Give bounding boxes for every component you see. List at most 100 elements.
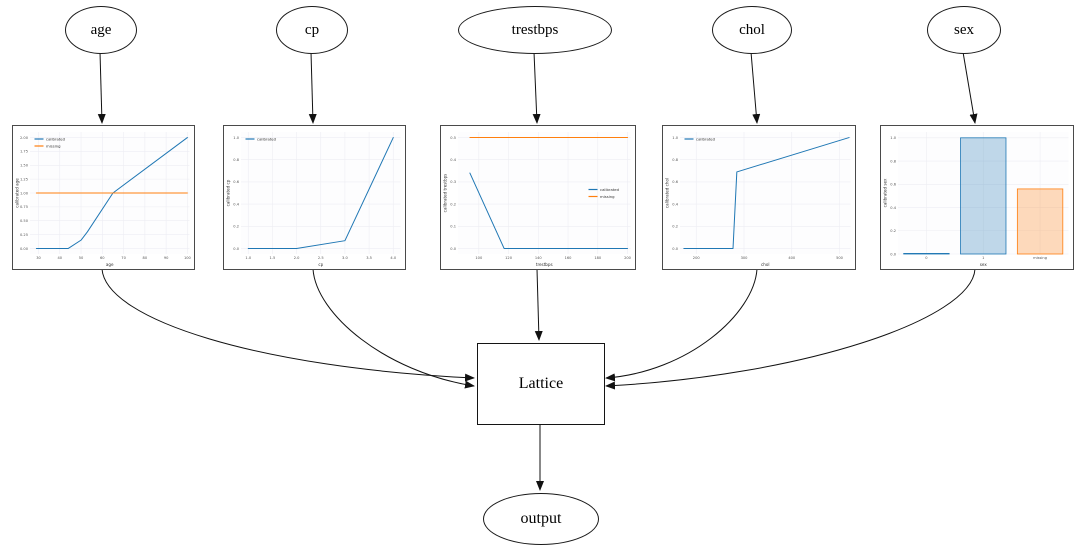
edge-cp-calibrator-to-lattice xyxy=(312,268,475,389)
x-axis-label: trestbps xyxy=(536,262,553,267)
bar-missing xyxy=(1016,188,1064,255)
svg-text:3.5: 3.5 xyxy=(366,256,372,260)
svg-text:1.5: 1.5 xyxy=(270,256,276,260)
series-lines xyxy=(247,137,394,249)
svg-text:0.6: 0.6 xyxy=(672,180,678,184)
svg-text:160: 160 xyxy=(565,256,573,260)
svg-text:calibrated: calibrated xyxy=(257,136,277,141)
edge-cp-to-calibrator xyxy=(308,51,317,124)
svg-text:0.8: 0.8 xyxy=(890,159,896,163)
svg-text:calibrated: calibrated xyxy=(696,136,716,141)
svg-text:3.0: 3.0 xyxy=(342,256,348,260)
svg-text:0.2: 0.2 xyxy=(890,229,896,233)
bar-0 xyxy=(903,253,950,255)
series-lines xyxy=(35,137,188,249)
series-calibrated xyxy=(683,137,850,249)
svg-text:1.50: 1.50 xyxy=(20,164,29,168)
svg-text:0.1: 0.1 xyxy=(450,225,456,229)
svg-text:200: 200 xyxy=(624,256,632,260)
svg-text:0.8: 0.8 xyxy=(233,158,239,162)
series-calibrated xyxy=(247,137,394,249)
input-node-chol-label: chol xyxy=(739,21,765,38)
y-axis-label: calibrated sex xyxy=(883,178,888,207)
svg-text:1.00: 1.00 xyxy=(20,191,29,195)
svg-text:0.6: 0.6 xyxy=(890,183,896,187)
svg-text:missing: missing xyxy=(46,143,61,148)
svg-text:2.5: 2.5 xyxy=(318,256,324,260)
svg-text:50: 50 xyxy=(79,256,84,260)
svg-text:30: 30 xyxy=(36,256,41,260)
x-axis-label: sex xyxy=(980,262,988,267)
svg-text:0.75: 0.75 xyxy=(20,205,28,209)
svg-text:0.4: 0.4 xyxy=(450,158,456,162)
input-node-age-label: age xyxy=(90,21,112,38)
legend: calibrated xyxy=(684,136,716,141)
svg-text:500: 500 xyxy=(836,256,844,260)
svg-text:calibrated: calibrated xyxy=(600,187,620,192)
bars xyxy=(903,137,1064,255)
svg-text:70: 70 xyxy=(121,256,126,260)
svg-text:1.0: 1.0 xyxy=(890,136,896,140)
y-tick-labels: 0.000.250.500.751.001.251.501.752.00 xyxy=(20,136,29,251)
y-tick-labels: 0.00.20.40.60.81.0 xyxy=(890,136,896,256)
edge-trestbps-to-calibrator xyxy=(532,51,541,124)
edge-chol-to-calibrator xyxy=(750,51,761,124)
svg-text:1: 1 xyxy=(982,256,984,260)
y-axis-label: calibrated trestbps xyxy=(443,174,448,213)
input-node-sex: sex xyxy=(927,6,1001,54)
svg-text:180: 180 xyxy=(594,256,602,260)
output-node-label: output xyxy=(520,510,562,527)
svg-text:0.2: 0.2 xyxy=(450,202,456,206)
edge-sex-calibrator-to-lattice xyxy=(605,268,976,390)
series-lines xyxy=(469,137,629,249)
y-tick-labels: 0.00.10.20.30.40.5 xyxy=(450,136,456,251)
input-node-sex-label: sex xyxy=(954,21,974,38)
svg-text:400: 400 xyxy=(788,256,796,260)
svg-text:0.00: 0.00 xyxy=(20,247,29,251)
y-axis-label: calibrated cp xyxy=(226,179,231,206)
svg-text:0.2: 0.2 xyxy=(672,225,678,229)
bar-1 xyxy=(960,137,1007,255)
svg-text:40: 40 xyxy=(57,256,62,260)
input-node-age: age xyxy=(65,6,137,54)
output-node: output xyxy=(483,493,599,545)
svg-text:0.0: 0.0 xyxy=(890,252,896,256)
input-node-trestbps-label: trestbps xyxy=(511,21,559,38)
svg-text:0.8: 0.8 xyxy=(672,158,678,162)
svg-text:100: 100 xyxy=(475,256,483,260)
series-calibrated xyxy=(35,137,188,249)
y-tick-labels: 0.00.20.40.60.81.0 xyxy=(672,136,678,251)
svg-text:0.25: 0.25 xyxy=(20,233,28,237)
svg-text:missing: missing xyxy=(600,194,615,199)
x-axis-label: cp xyxy=(318,262,323,267)
svg-text:1.0: 1.0 xyxy=(233,136,239,140)
svg-text:200: 200 xyxy=(693,256,701,260)
svg-text:0.0: 0.0 xyxy=(672,247,678,251)
legend: calibrated missing xyxy=(588,187,620,199)
y-axis-label: calibrated age xyxy=(15,178,20,208)
svg-text:2.0: 2.0 xyxy=(294,256,300,260)
edge-sex-to-calibrator xyxy=(962,51,978,124)
svg-text:0.6: 0.6 xyxy=(233,180,239,184)
svg-text:140: 140 xyxy=(535,256,543,260)
svg-text:90: 90 xyxy=(164,256,169,260)
plot-area xyxy=(680,132,851,254)
svg-text:0.5: 0.5 xyxy=(450,136,456,140)
edge-chol-calibrator-to-lattice xyxy=(605,268,758,382)
